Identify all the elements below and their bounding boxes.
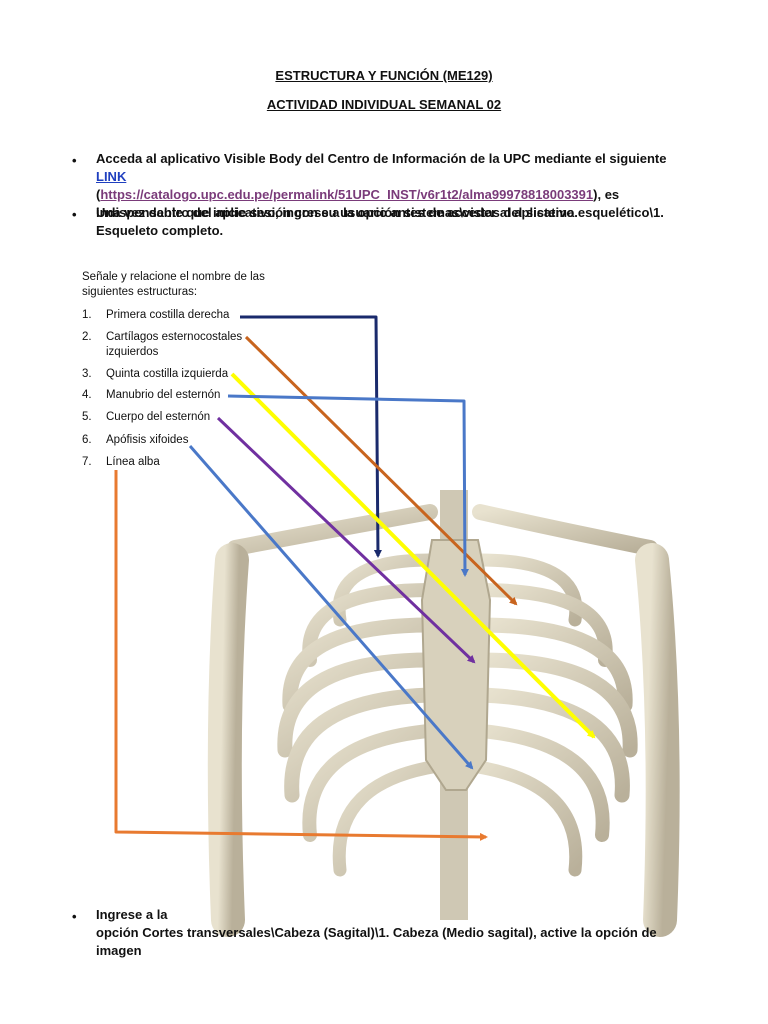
list-item: 1.Primera costilla derecha <box>82 309 230 321</box>
instruction-1-post: , es indispensable que inicie sesión con… <box>96 187 620 220</box>
document-title: ESTRUCTURA Y FUNCIÓN (ME129) <box>275 68 493 83</box>
instruction-3-line2: opción Cortes transversales\Cabeza (Sagi… <box>96 925 657 958</box>
instruction-2: Una vez dentro del aplicativo, ingrese a… <box>96 205 664 238</box>
link-visible-body[interactable]: LINK <box>96 169 127 184</box>
instruction-1-pre: Acceda al aplicativo Visible Body del Ce… <box>96 151 667 166</box>
instruction-3: Ingrese a la opción Cortes transversales… <box>96 906 696 960</box>
pointer-arrows <box>114 315 596 841</box>
arrow-cartilagos <box>244 335 518 606</box>
list-item: 7.Línea alba <box>82 456 160 468</box>
arrow-linea-alba <box>114 470 488 841</box>
thorax-bones <box>207 490 680 937</box>
document-subtitle: ACTIVIDAD INDIVIDUAL SEMANAL 02 <box>266 97 502 112</box>
instruction-1: Acceda al aplicativo Visible Body del Ce… <box>96 151 667 220</box>
exercise-intro: Señale y relacione el nombre de las sigu… <box>82 271 265 298</box>
sternum-shape <box>420 539 492 791</box>
arrow-primera-costilla <box>240 315 382 558</box>
bullet-icon: • <box>72 909 77 924</box>
arrow-apofisis-xifoides <box>188 445 474 770</box>
right-clavicle-shape <box>227 504 438 556</box>
list-item: 5.Cuerpo del esternón <box>82 411 211 423</box>
arrow-cuerpo-esternon <box>216 416 476 664</box>
catalog-url-link[interactable]: https://catalogo.upc.edu.pe/permalink/51… <box>100 187 594 202</box>
bullet-icon: • <box>72 207 77 222</box>
arrow-quinta-costilla <box>230 372 596 739</box>
list-item: 2.Cartílagos esternocostales izquierdos <box>82 331 243 358</box>
instruction-3-line1: Ingrese a la <box>96 907 168 922</box>
left-clavicle-shape <box>472 504 658 556</box>
left-humerus-shape <box>635 543 680 937</box>
right-humerus-shape <box>207 543 249 937</box>
list-item: 3.Quinta costilla izquierda <box>82 368 229 380</box>
bullet-icon: • <box>72 153 77 168</box>
list-item: 6.Apófisis xifoides <box>82 434 189 446</box>
list-item: 4.Manubrio del esternón <box>82 389 221 401</box>
arrow-manubrio <box>227 394 469 577</box>
